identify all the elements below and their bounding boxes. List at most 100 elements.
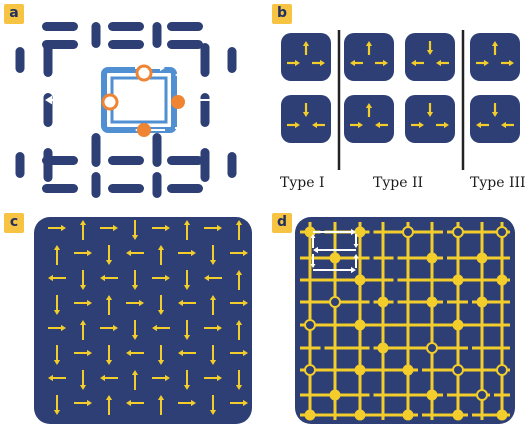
- spin-h-7-5: [178, 399, 196, 407]
- island-v-5: [200, 148, 210, 182]
- tile-7-arrow-left-head: [476, 121, 481, 129]
- spin-v-0-5: [183, 220, 191, 240]
- loop-arrow-left-1-head: [310, 234, 316, 238]
- spin-v-1-2: [105, 245, 113, 265]
- arrow-a-up-head: [146, 82, 154, 88]
- panel-label-a: a: [4, 4, 24, 24]
- gap-h-1-3: [393, 255, 398, 261]
- tile-6-arrow-up-head: [491, 41, 499, 46]
- spin-h-3-3: [126, 299, 144, 307]
- spin-v-6-7-head: [235, 385, 243, 390]
- gap-h-1-2: [369, 255, 374, 261]
- island-h-5: [167, 156, 203, 165]
- charge-open-6-0: [304, 364, 316, 376]
- spin-h-6-2: [100, 374, 118, 382]
- charge-open-3-1: [329, 296, 341, 308]
- vertex-tile-7: [470, 95, 520, 143]
- spin-v-1-0: [53, 245, 61, 265]
- arrow-a-small-2: [175, 72, 190, 78]
- island-h-3: [108, 156, 144, 165]
- charge-filled-5-3: [377, 342, 389, 354]
- tile-2-arrow-left-head: [350, 59, 355, 67]
- spin-v-3-0-head: [53, 310, 61, 315]
- vertex-tile-6: [470, 33, 520, 81]
- tile-7-arrow-right-head: [501, 121, 506, 129]
- island-v2-6: [15, 47, 25, 73]
- spin-h-1-1: [74, 249, 92, 257]
- spin-v-1-4: [157, 245, 165, 265]
- charge-filled-1: [171, 95, 185, 109]
- spin-h-1-5: [178, 249, 196, 257]
- vertex-tile-5: [405, 95, 455, 143]
- charge-filled-2-8: [496, 274, 508, 286]
- tile-2-arrow-right: [375, 59, 388, 67]
- tile-3-arrow-down: [426, 41, 434, 55]
- spin-v-0-5-head: [183, 220, 191, 225]
- panel-label-c: c: [4, 213, 24, 233]
- spin-h-1-5-head: [191, 249, 196, 257]
- gap-h-6-4: [418, 367, 422, 373]
- spin-h-6-0: [48, 374, 66, 382]
- loop-arrow-right-1: [353, 234, 359, 248]
- tile-7-arrow-down: [491, 103, 499, 117]
- charge-filled-1-5: [426, 252, 438, 264]
- spin-h-2-0: [48, 274, 66, 282]
- island-v-0: [43, 43, 53, 77]
- spin-h-4-2: [100, 324, 118, 332]
- charge-open-5-5: [426, 342, 438, 354]
- spin-v-4-5-head: [183, 335, 191, 340]
- spin-h-0-4: [152, 224, 170, 232]
- spin-h-6-6-head: [217, 374, 222, 382]
- tile-1-arrow-down: [302, 103, 310, 117]
- spin-h-1-7: [230, 249, 248, 257]
- spin-v-7-4-head: [157, 395, 165, 400]
- spin-h-4-6-head: [217, 324, 222, 332]
- spin-v-4-1: [79, 320, 87, 340]
- tile-2-arrow-left: [350, 59, 363, 67]
- island-v2-5: [227, 152, 237, 178]
- tile-0-arrow-up: [302, 41, 310, 55]
- spin-h-1-3-head: [126, 249, 131, 257]
- spin-v-7-0-head: [53, 410, 61, 415]
- charge-open-4-0: [304, 319, 316, 331]
- spin-v-7-4: [157, 395, 165, 415]
- spin-h-4-2-head: [113, 324, 118, 332]
- spin-h-0-6: [204, 224, 222, 232]
- tile-1-arrow-right-head: [312, 121, 317, 129]
- spin-h-6-4-head: [165, 374, 170, 382]
- arrow-a-left-head: [45, 95, 52, 105]
- island-v-4: [200, 93, 210, 127]
- charge-open-0-4: [402, 226, 414, 238]
- charge-filled-3-7: [476, 296, 488, 308]
- spin-v-6-1-head: [79, 385, 87, 390]
- spin-v-2-5-head: [183, 285, 191, 290]
- spin-h-4-4-head: [152, 324, 157, 332]
- loop-arrow-bottom: [313, 266, 356, 274]
- arrow-a-small-1-head: [91, 72, 95, 78]
- island-v-6: [91, 133, 101, 167]
- gap-h-0-5: [443, 229, 447, 235]
- spin-h-0-0-head: [61, 224, 66, 232]
- island-h-2: [167, 22, 203, 31]
- tile-6-arrow-left-head: [484, 59, 489, 67]
- charge-filled-1-7: [476, 252, 488, 264]
- charge-filled-7-1: [329, 389, 341, 401]
- spin-v-2-1: [79, 270, 87, 290]
- island-h2-0: [42, 184, 78, 193]
- spin-v-1-2-head: [105, 260, 113, 265]
- spin-v-5-2-head: [105, 360, 113, 365]
- spin-v-3-4-head: [157, 310, 165, 315]
- spin-v-6-3-head: [131, 370, 139, 375]
- spin-h-3-7: [230, 299, 248, 307]
- spin-h-7-3: [126, 399, 144, 407]
- tile-2-arrow-right-head: [383, 59, 388, 67]
- panel-c-background: [34, 217, 252, 424]
- spin-v-0-7-head: [235, 220, 243, 225]
- spin-h-2-4: [152, 274, 170, 282]
- gap-h-7-5: [443, 392, 447, 398]
- spin-h-2-2: [100, 274, 118, 282]
- spin-v-4-7: [235, 320, 243, 340]
- gap-h-3-2: [369, 299, 374, 305]
- spin-v-7-0: [53, 395, 61, 415]
- spin-h-2-6-head: [204, 274, 209, 282]
